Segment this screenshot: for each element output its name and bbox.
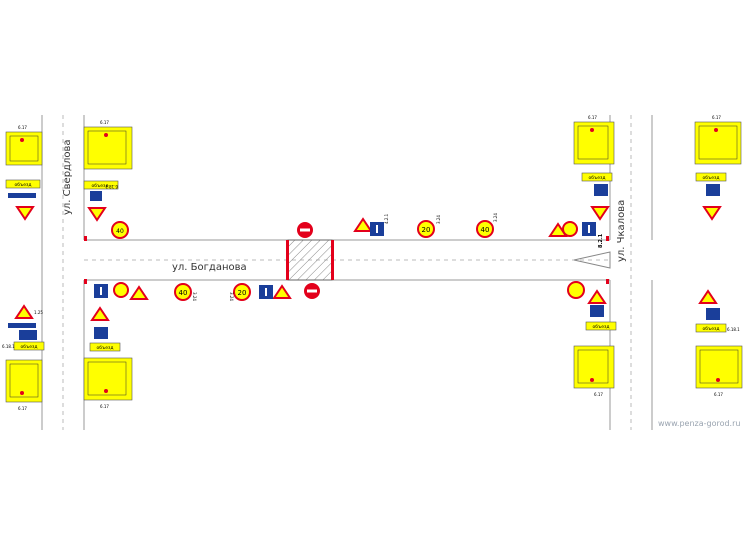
sign-number: 3.24 [493,213,498,222]
lane-direction-sign [259,285,273,299]
road-works-sign [272,284,292,299]
sign-number: 6.17 [100,404,109,409]
detour-arrow-sign: объезд [5,179,41,189]
direction-arrow [573,251,611,269]
road-works-sign [353,217,373,232]
speed-limit-value: 40 [116,228,124,235]
road-works-sign [90,306,110,321]
sign-number: 3.24 [192,292,197,301]
lane-direction-sign [706,308,720,320]
sign-number: 6.18.1 [105,184,118,189]
corner-markers [84,236,609,284]
speed-limit-sign: 40 [174,283,192,301]
speed-limit-sign [113,282,129,298]
road-works-sign [587,289,607,304]
speed-limit-sign: 40 [111,221,129,239]
lane-direction-sign [90,191,102,201]
lane-direction-sign [8,193,36,198]
road-works-sign [590,206,610,221]
no-entry-sign [304,283,320,299]
watermark: www.penza-gorod.ru [658,419,741,428]
speed-limit-value: 40 [179,289,188,297]
sign-number: 6.17 [18,406,27,411]
street-label-left: ул. Свердлова [62,139,73,216]
road-works-sign [548,222,568,237]
speed-limit-sign: 40 [476,220,494,238]
no-entry-sign [297,222,313,238]
speed-limit-sign [562,221,578,237]
detour-label: объезд [92,183,109,189]
lane-direction-sign [582,222,596,236]
sign-number: 6.17 [588,115,597,120]
road-works-sign [702,206,722,221]
detour-label: объезд [15,182,32,188]
lane-direction-sign [594,184,608,196]
detour-label: объезд [21,344,38,350]
sign-number: 6.17 [594,392,603,397]
detour-arrow-sign: объезд [89,342,121,352]
speed-limit-sign: 20 [233,283,251,301]
street-label-right: ул. Чкалова [616,199,627,262]
sign-number: 1.25 [34,310,43,315]
sign-number: 6.17 [18,125,27,130]
sign-number: 3.24 [229,292,234,301]
lane-direction-sign [590,305,604,317]
road-works-sign [15,206,35,221]
detour-board [694,121,742,165]
lane-direction-sign [94,327,108,339]
detour-board [83,357,133,401]
detour-board [5,359,43,403]
detour-arrow-sign: объезд [581,172,613,182]
detour-arrow-sign: объезд [695,172,727,182]
work-zone [286,239,334,281]
sign-number: 4.2.1 [384,213,389,224]
lane-direction-sign [94,284,108,298]
detour-arrow-sign: объезд [83,180,119,190]
speed-limit-value: 20 [238,289,247,297]
street-label-main: ул. Богданова [172,262,247,273]
road-works-sign [698,289,718,304]
lane-direction-sign [19,330,37,340]
detour-board [573,121,615,165]
detour-label: объезд [703,326,720,332]
detour-board [695,345,743,389]
speed-limit-sign: 20 [417,220,435,238]
sign-number: 6.18.1 [2,344,15,349]
sign-number: 6.17 [100,120,109,125]
detour-label: объезд [97,345,114,351]
detour-board [573,345,615,389]
road-outline [41,115,653,430]
detour-label: объезд [703,175,720,181]
lane-direction-sign [370,222,384,236]
detour-board [5,131,43,166]
road-works-sign [14,304,34,319]
road-works-sign [129,285,149,300]
lane-direction-sign [706,184,720,196]
sign-number: 3.24 [436,215,441,224]
detour-board [83,126,133,170]
detour-arrow-sign: объезд [13,341,45,351]
lane-direction-sign [8,323,36,328]
detour-arrow-sign: объезд [585,321,617,331]
detour-label: объезд [589,175,606,181]
speed-limit-value: 40 [481,226,490,234]
detour-arrow-sign: объезд [695,323,727,333]
speed-limit-sign [567,281,585,299]
detour-label: объезд [593,324,610,330]
road-works-sign [87,207,107,222]
speed-limit-value: 20 [422,226,431,234]
sign-number: 6.18.1 [727,327,740,332]
sign-number: 6.17 [714,392,723,397]
sign-number: 6.17 [712,115,721,120]
sign-number: 8.2.1 [598,233,604,248]
